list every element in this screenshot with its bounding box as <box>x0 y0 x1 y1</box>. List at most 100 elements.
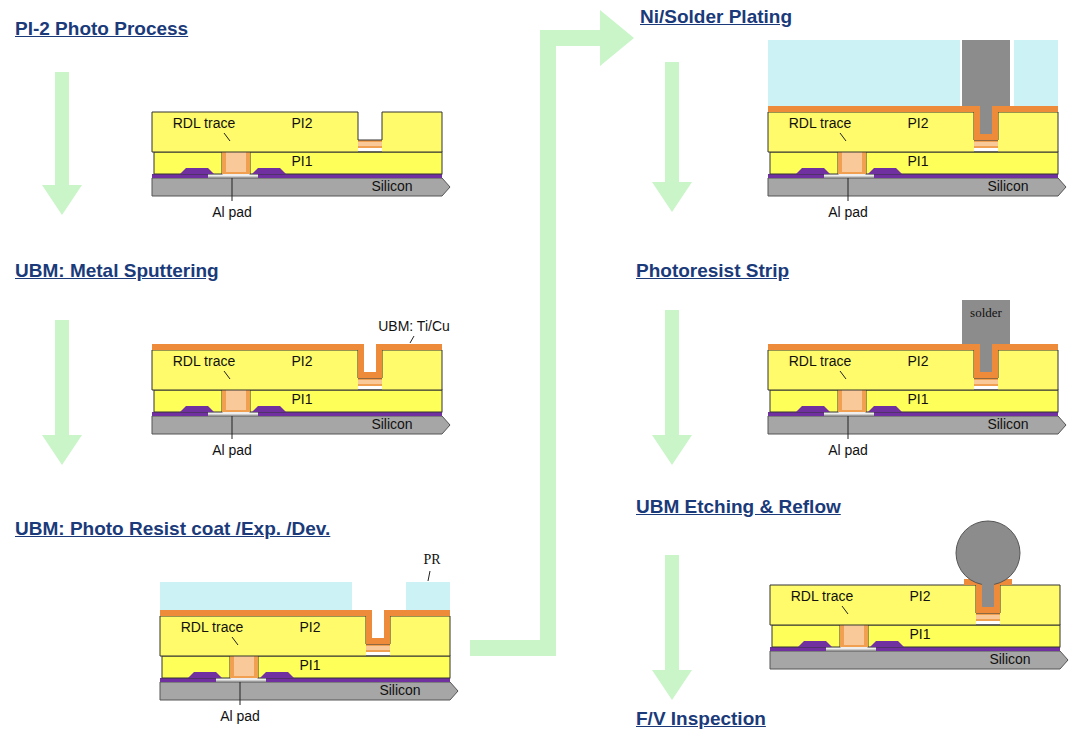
pi1-layer <box>250 152 442 174</box>
part-label: Silicon <box>989 651 1030 668</box>
passivation-bump <box>798 641 832 647</box>
pi2-outline <box>768 112 1058 152</box>
solder-ball <box>956 521 1020 585</box>
leader-line <box>224 133 230 141</box>
pi2-layer <box>382 112 442 152</box>
part-label: PI2 <box>907 353 928 370</box>
part-label: Silicon <box>379 682 420 699</box>
passivation-layer <box>152 412 208 416</box>
flow-arrows <box>42 10 692 700</box>
pi2-layer <box>768 112 974 152</box>
photoresist <box>1014 40 1058 106</box>
pi2-outline <box>152 112 442 152</box>
passivation-bump <box>180 406 214 412</box>
step-title: Ni/Solder Plating <box>640 6 792 29</box>
pi1-layer <box>250 390 442 412</box>
flow-arrow <box>652 555 692 700</box>
ubm-layer <box>768 109 1058 137</box>
leader-line <box>842 606 848 614</box>
part-label: PI2 <box>299 619 320 636</box>
solder <box>962 40 1010 106</box>
photoresist <box>406 582 450 610</box>
leader-line <box>232 637 238 645</box>
part-label: PI1 <box>291 391 312 408</box>
passivation-layer <box>258 174 442 178</box>
part-label: PI1 <box>909 626 930 643</box>
pi2-outline <box>768 350 1058 390</box>
pi1-layer <box>772 625 840 647</box>
leader-line <box>232 416 233 439</box>
cross-section <box>768 300 1066 439</box>
passivation-bump <box>260 672 294 678</box>
photoresist <box>160 582 352 610</box>
passivation-layer <box>876 647 1060 651</box>
passivation-bump <box>180 168 214 174</box>
part-label: PI2 <box>907 115 928 132</box>
pi1-layer <box>162 656 230 678</box>
flow-arrow <box>470 10 634 656</box>
passivation-bump <box>252 406 286 412</box>
part-label: PI2 <box>291 115 312 132</box>
part-label: RDL trace <box>173 353 236 370</box>
passivation-bump <box>796 406 830 412</box>
part-label: UBM: Ti/Cu <box>378 318 450 335</box>
passivation-bump <box>870 641 904 647</box>
flow-arrow <box>652 310 692 465</box>
pi2-layer <box>390 616 450 656</box>
flow-arrow <box>42 72 82 215</box>
passivation-layer <box>768 174 824 178</box>
part-label: PI2 <box>909 588 930 605</box>
part-label: RDL trace <box>791 588 854 605</box>
step-title: PI-2 Photo Process <box>15 18 188 41</box>
leader-line <box>840 371 846 379</box>
part-label: Silicon <box>987 178 1028 195</box>
pi2-outline <box>160 616 450 656</box>
part-label: RDL trace <box>181 619 244 636</box>
ubm-layer <box>152 347 442 375</box>
passivation-layer <box>770 647 826 651</box>
step-title: Photoresist Strip <box>636 260 789 283</box>
passivation-bump <box>796 168 830 174</box>
pi2-layer <box>1000 585 1060 625</box>
leader-line <box>224 371 230 379</box>
pi2-layer <box>768 350 974 390</box>
leader-line <box>428 571 430 581</box>
leader-line <box>240 682 241 705</box>
passivation-layer <box>768 412 824 416</box>
part-label: PI1 <box>907 391 928 408</box>
part-label: Al pad <box>828 204 868 221</box>
silicon-substrate <box>152 178 450 196</box>
passivation-layer <box>160 678 216 682</box>
solder <box>980 105 992 134</box>
leader-line <box>848 416 849 439</box>
photoresist <box>768 40 960 106</box>
pi1-layer <box>154 152 222 174</box>
pi2-layer <box>998 350 1058 390</box>
part-label: Silicon <box>987 416 1028 433</box>
step-title: UBM: Metal Sputtering <box>15 260 219 283</box>
part-label: PI1 <box>291 153 312 170</box>
pi1-layer <box>770 390 838 412</box>
step-title: UBM Etching & Reflow <box>636 496 841 519</box>
passivation-layer <box>874 174 1058 178</box>
pi2-layer <box>160 616 366 656</box>
pi1-layer <box>154 390 222 412</box>
passivation-layer <box>258 412 442 416</box>
ubm-layer <box>768 347 1058 375</box>
flow-arrow <box>652 62 692 212</box>
cross-section <box>768 40 1066 201</box>
step-title: UBM: Photo Resist coat /Exp. /Dev. <box>15 518 330 541</box>
pi1-layer <box>866 390 1058 412</box>
pi2-layer <box>152 112 358 152</box>
silicon-substrate <box>770 651 1068 669</box>
pi2-layer <box>770 585 976 625</box>
solder <box>962 300 1010 344</box>
part-label: Al pad <box>212 442 252 459</box>
part-label: PI1 <box>907 153 928 170</box>
solder <box>980 343 992 372</box>
part-label: PI2 <box>291 353 312 370</box>
passivation-bump <box>188 672 222 678</box>
silicon-substrate <box>152 416 450 434</box>
silicon-substrate <box>768 416 1066 434</box>
